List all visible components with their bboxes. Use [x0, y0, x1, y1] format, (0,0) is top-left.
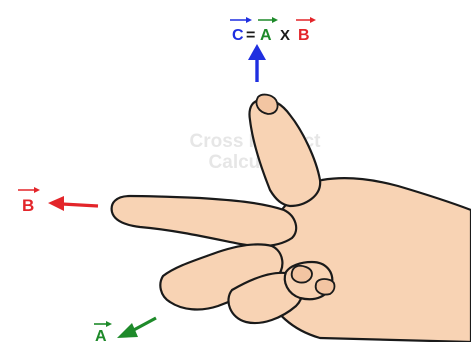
a-label: A	[94, 321, 112, 342]
formula-c: C	[230, 17, 252, 44]
b-vector-arrow	[48, 196, 99, 211]
ring-finger	[227, 271, 304, 325]
formula-times: X	[280, 27, 290, 44]
formula-a-letter: A	[260, 27, 272, 44]
hand	[110, 93, 471, 342]
a-vector-arrow	[117, 316, 157, 338]
c-vector-arrow	[248, 44, 266, 82]
formula-equals: =	[246, 27, 255, 44]
b-label: B	[18, 187, 40, 215]
index-finger	[110, 194, 298, 248]
formula-c-letter: C	[232, 27, 244, 44]
b-label-letter: B	[22, 196, 34, 215]
pinky-nail	[314, 278, 336, 296]
formula: C = A X B	[230, 17, 316, 44]
formula-b-letter: B	[298, 27, 310, 44]
a-label-letter: A	[95, 328, 107, 342]
formula-a: A	[258, 17, 278, 44]
ring-nail	[290, 264, 313, 284]
formula-b: B	[296, 17, 316, 44]
thumb-nail	[255, 93, 279, 115]
thumb	[248, 98, 322, 208]
